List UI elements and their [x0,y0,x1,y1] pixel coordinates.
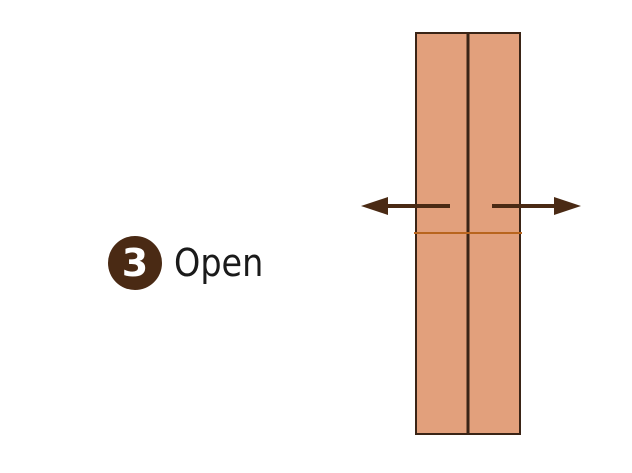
arrow-right-icon [492,197,581,215]
step-number-badge: 3 [108,236,162,290]
step-number: 3 [121,241,149,285]
step-label: Open [174,241,264,285]
arrow-left-icon [361,197,450,215]
